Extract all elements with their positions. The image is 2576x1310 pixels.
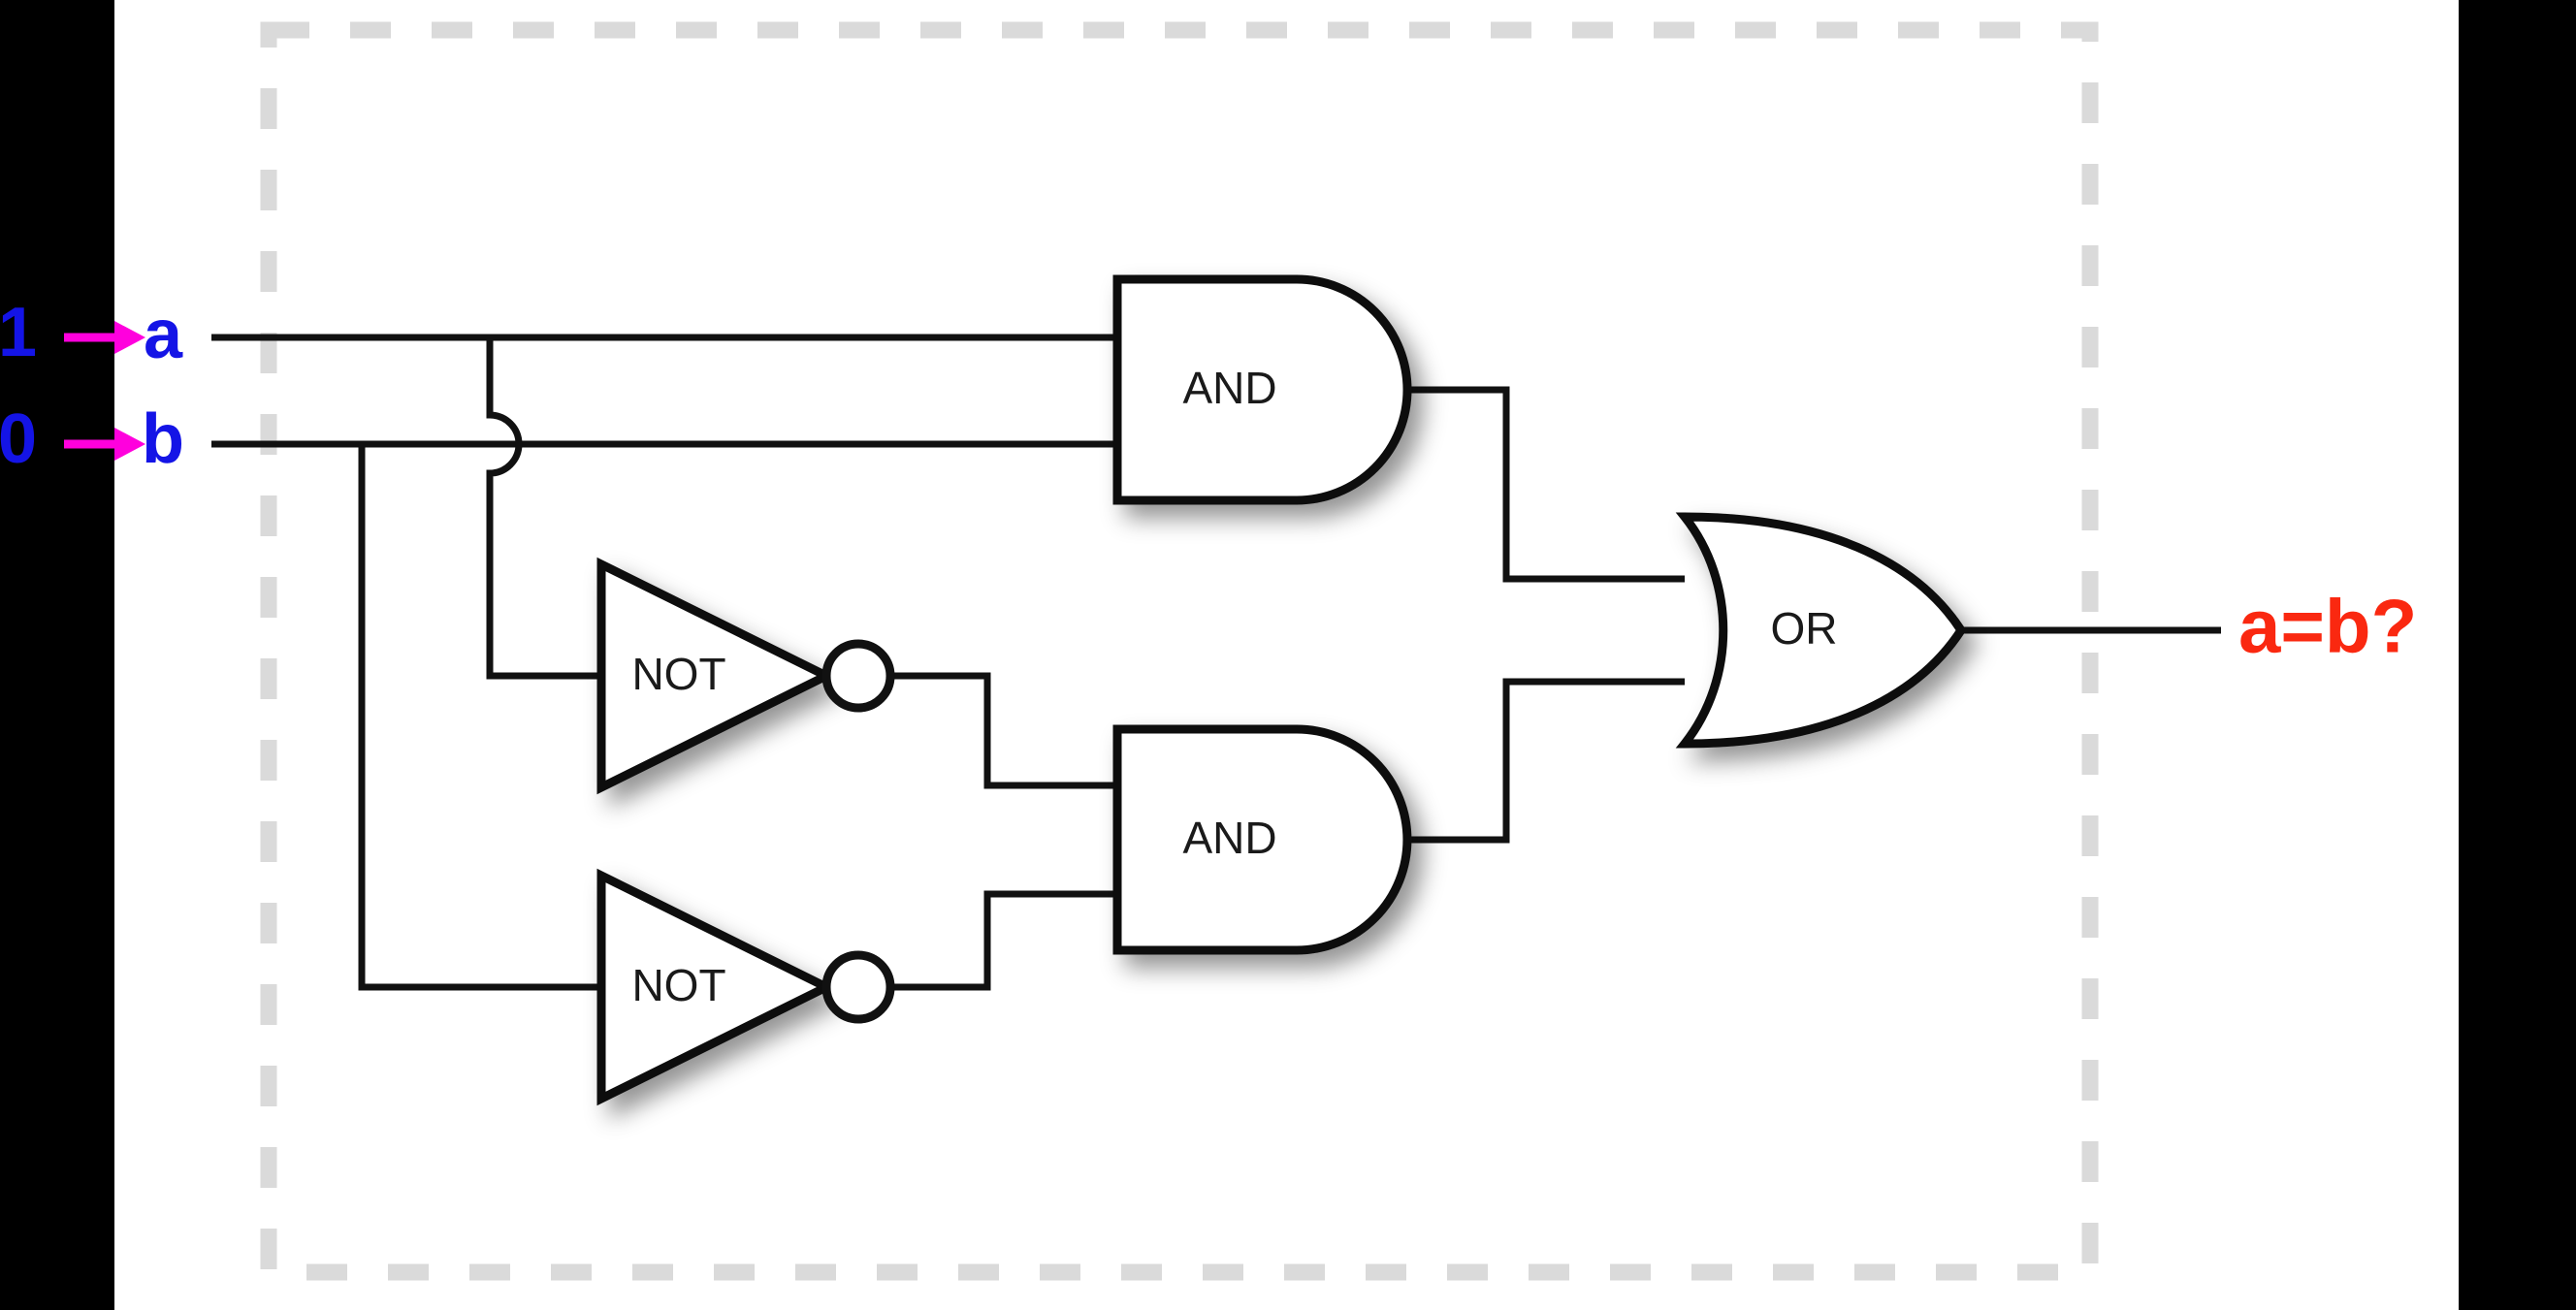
gate-or[interactable]: OR <box>1675 512 1967 749</box>
wire-and-bottom-output-to-or <box>1408 678 1685 844</box>
and-top-body <box>1112 274 1412 505</box>
wire-not-top-output-to-and-bottom <box>890 672 1117 789</box>
gate-not-bottom[interactable]: NOT <box>596 868 895 1106</box>
wire-a-branch-to-not-top <box>486 337 601 680</box>
right-letterbox-bar <box>2459 0 2576 1310</box>
not-top-triangle <box>596 557 837 795</box>
input-feed-b: 0 <box>0 400 145 478</box>
input-bit-b: 0 <box>0 400 37 478</box>
feed-arrow-a-head <box>114 321 145 354</box>
wire-b-branch-to-not-bottom <box>358 444 601 991</box>
not-top-label: NOT <box>631 649 725 699</box>
input-feed-a: 1 <box>0 294 145 371</box>
output-label: a=b? <box>2238 584 2417 669</box>
input-label-a: a <box>144 296 183 373</box>
and-top-label: AND <box>1182 363 1276 413</box>
left-letterbox-bar <box>0 0 114 1310</box>
and-bottom-label: AND <box>1182 813 1276 863</box>
gate-not-top[interactable]: NOT <box>596 557 895 795</box>
or-label: OR <box>1771 603 1838 654</box>
not-bottom-triangle <box>596 868 837 1106</box>
not-bottom-label: NOT <box>631 960 725 1010</box>
gate-and-bottom[interactable]: AND <box>1112 724 1412 955</box>
or-body <box>1675 512 1967 749</box>
module-boundary-dashed-box <box>260 21 2099 1281</box>
and-bottom-body <box>1112 724 1412 955</box>
not-bottom-bubble-icon <box>821 950 895 1024</box>
input-label-b: b <box>142 400 184 478</box>
gate-and-top[interactable]: AND <box>1112 274 1412 505</box>
not-top-bubble-icon <box>821 639 895 713</box>
input-bit-a: 1 <box>0 294 37 371</box>
wire-not-bottom-output-to-and-bottom <box>890 890 1117 991</box>
feed-arrow-b-head <box>114 428 145 461</box>
wire-and-top-output-to-or <box>1408 386 1685 583</box>
